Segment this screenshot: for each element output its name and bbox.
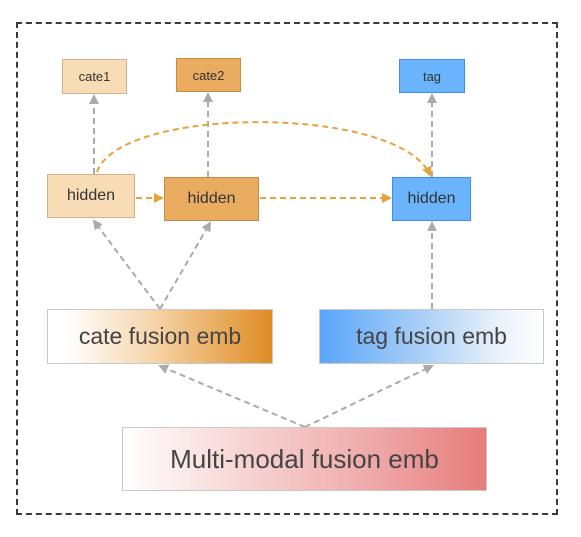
- multimodal-fusion-emb-node: Multi-modal fusion emb: [122, 427, 487, 491]
- hidden-3-label: hidden: [407, 190, 456, 207]
- cate1-label: cate1: [78, 69, 111, 84]
- arrow-multimodal-to-tag-fusion: [304, 364, 434, 428]
- tag-label: tag: [422, 68, 442, 84]
- tag-output-node: tag: [399, 59, 465, 93]
- arrow-multimodal-to-cate-fusion: [158, 364, 306, 428]
- hidden-node-1: hidden: [47, 174, 135, 218]
- arrow-cate-fusion-to-hidden-2: [159, 221, 212, 310]
- tag-fusion-label: tag fusion emb: [356, 323, 507, 349]
- arrow-cate-fusion-to-hidden-1: [92, 219, 161, 310]
- tag-fusion-emb-node: tag fusion emb: [319, 309, 544, 364]
- hidden-1-label: hidden: [66, 187, 116, 204]
- cate-fusion-emb-node: cate fusion emb: [47, 309, 273, 364]
- multimodal-fusion-label: Multi-modal fusion emb: [170, 443, 439, 474]
- arrow-hidden-1-to-hidden-3-curve: [96, 121, 432, 177]
- cate1-output-node: cate1: [62, 59, 127, 94]
- cate-fusion-label: cate fusion emb: [78, 323, 242, 349]
- hidden-node-3: hidden: [392, 177, 471, 221]
- cate2-label: cate2: [192, 67, 225, 83]
- diagram-frame: [16, 22, 558, 515]
- hidden-node-2: hidden: [164, 177, 259, 221]
- hidden-2-label: hidden: [187, 190, 236, 207]
- cate2-output-node: cate2: [176, 58, 241, 92]
